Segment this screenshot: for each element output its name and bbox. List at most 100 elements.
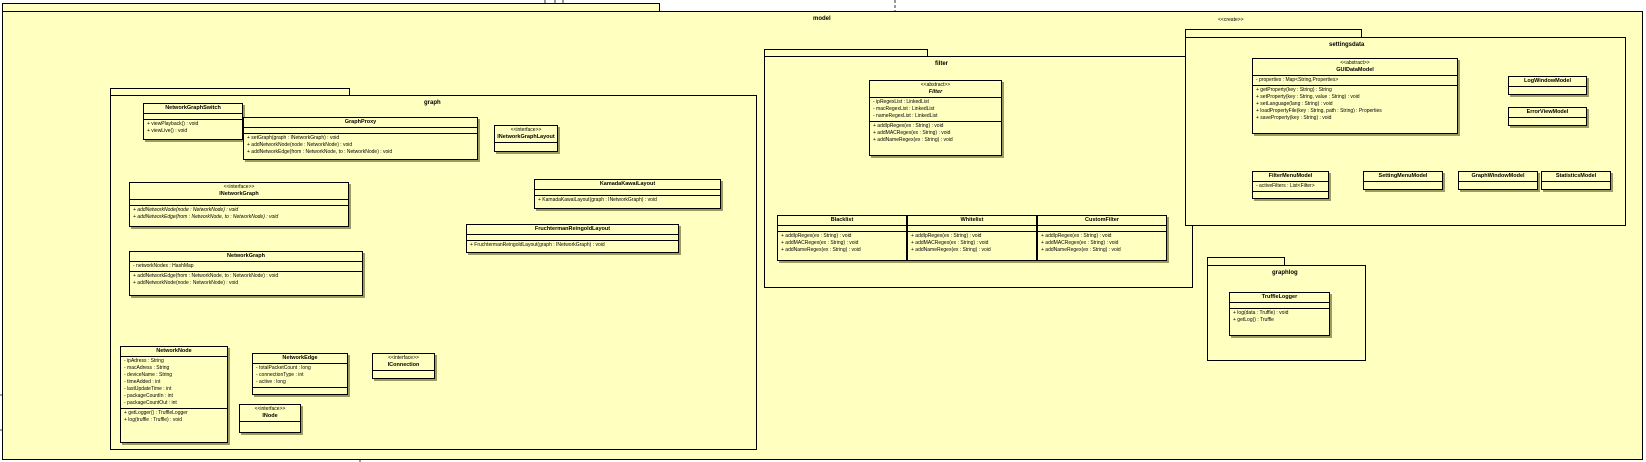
class-iconnection[interactable]: <<interface>> IConnection <box>372 353 435 379</box>
class-name: ErrorViewModel <box>1526 109 1569 115</box>
method: + addMACRegex(ex : String) : void <box>873 130 951 136</box>
class-setting-menu-model[interactable]: SettingMenuModel <box>1363 171 1443 190</box>
attribute: - active : long <box>256 379 286 385</box>
attribute: - ipAdress : String <box>124 358 164 364</box>
stereotype: <<abstract>> <box>920 82 951 88</box>
class-filter[interactable]: <<abstract>> Filter - ipRegexList : Link… <box>869 80 1002 156</box>
class-name: GraphProxy <box>344 119 377 125</box>
class-name: INetworkGraphLayout <box>497 134 555 140</box>
method: + addMACRegex(ex : String) : void <box>781 240 859 246</box>
class-network-graph-switch[interactable]: NetworkGraphSwitch + viewPlayback() : vo… <box>143 103 243 140</box>
class-network-node[interactable]: NetworkNode - ipAdress : String - macAdr… <box>120 346 228 443</box>
package-filter-title: filter <box>935 61 949 67</box>
class-name: LogWindowModel <box>1524 78 1571 84</box>
method: + addIpRegex(ex : String) : void <box>1041 233 1112 239</box>
method: + addMACRegex(ex : String) : void <box>911 240 989 246</box>
attribute: - nameRegexList : LinkedList <box>873 113 938 119</box>
class-filter-menu-model[interactable]: FilterMenuModel - activeFilters : List<F… <box>1252 171 1329 199</box>
class-name: NetworkGraphSwitch <box>165 105 221 111</box>
class-name: INetworkGraph <box>219 191 259 197</box>
class-network-edge[interactable]: NetworkEdge - totalPacketCount : long - … <box>252 353 348 395</box>
method: + log(truffle : Truffle) : void <box>124 417 183 423</box>
attribute: - lastUpdateTime : int <box>124 386 172 392</box>
method: + addNetworkNode(node : NetworkNode) : v… <box>247 142 353 148</box>
class-name: GraphWindowModel <box>1471 173 1525 179</box>
class-truffle-logger[interactable]: TruffleLogger + log(data : Truffle) : vo… <box>1229 292 1330 336</box>
attribute: - connectionType : int <box>256 372 304 378</box>
class-name: NetworkEdge <box>282 355 318 361</box>
method: + getLogger() : TruffleLogger <box>124 410 188 416</box>
class-name: NetworkGraph <box>227 253 265 259</box>
class-graph-window-model[interactable]: GraphWindowModel <box>1458 171 1538 190</box>
attribute: - packageCountIn : int <box>124 393 173 399</box>
method: + getProperty(key : String) : String <box>1256 87 1332 93</box>
class-statistics-model[interactable]: StatisticsModel <box>1541 171 1611 190</box>
method: + getLog() : Truffle <box>1233 317 1274 323</box>
class-blacklist[interactable]: Blacklist + addIpRegex(ex : String) : vo… <box>777 215 907 261</box>
class-name: TruffleLogger <box>1261 294 1298 300</box>
method: + addIpRegex(ex : String) : void <box>873 123 944 129</box>
class-fruchterman-reingold-layout[interactable]: FruchtermanReingoldLayout + FruchtermanR… <box>466 224 679 253</box>
class-inetwork-graph-layout[interactable]: <<interface>> INetworkGraphLayout <box>494 125 558 152</box>
method: + addNameRegex(ex : String) : void <box>781 247 861 253</box>
class-kamada-kawai-layout[interactable]: KamadaKawaiLayout + KamadaKawaiLayout(gr… <box>534 179 721 209</box>
class-error-view-model[interactable]: ErrorViewModel <box>1508 107 1587 126</box>
attribute: - timeAdded : int <box>124 379 161 385</box>
method: + addNetworkNode(node : NetworkNode) : v… <box>133 280 239 286</box>
class-custom-filter[interactable]: CustomFilter + addIpRegex(ex : String) :… <box>1037 215 1167 261</box>
attribute: - macRegexList : LinkedList <box>873 106 935 112</box>
method: + loadPropertyFile(key : String, path : … <box>1256 108 1382 114</box>
class-name: IConnection <box>387 362 420 368</box>
method: + addIpRegex(ex : String) : void <box>781 233 852 239</box>
package-model-title: model <box>813 16 831 22</box>
method: + addNetworkEdge(from : NetworkNode, to … <box>133 214 279 220</box>
method: + viewLive() : void <box>147 128 188 134</box>
class-network-graph[interactable]: NetworkGraph - networkNodes : HashMap + … <box>129 251 363 296</box>
method: + addNetworkEdge(from : NetworkNode, to … <box>247 149 393 155</box>
method: + FruchtermanReingoldLayout(graph : INet… <box>470 242 605 248</box>
class-name: NetworkNode <box>156 348 192 354</box>
stereotype: <<interface>> <box>510 127 542 133</box>
class-inode[interactable]: <<interface>> INode <box>239 404 301 433</box>
attribute: - deviceName : String <box>124 372 173 378</box>
method: + setGraph(graph : INetworkGraph) : void <box>247 135 340 141</box>
class-name: SettingMenuModel <box>1378 173 1428 179</box>
attribute: - activeFilters : List<Filter> <box>1256 183 1315 189</box>
package-graphlog-title: graphlog <box>1272 270 1298 276</box>
class-name: Whitelist <box>960 217 984 223</box>
class-name: GUIDataModel <box>1336 67 1374 73</box>
method: + addNetworkEdge(from : NetworkNode, to … <box>133 273 279 279</box>
stereotype: <<interface>> <box>254 406 286 412</box>
method: + addMACRegex(ex : String) : void <box>1041 240 1119 246</box>
stereotype: <<abstract>> <box>1340 60 1370 66</box>
attribute: - macAdress : String <box>124 365 170 371</box>
class-name: Filter <box>928 89 943 95</box>
method: + addNetworkNode(node : NetworkNode) : v… <box>133 207 239 213</box>
method: + addNameRegex(ex : String) : void <box>911 247 991 253</box>
class-whitelist[interactable]: Whitelist + addIpRegex(ex : String) : vo… <box>907 215 1037 261</box>
class-graph-proxy[interactable]: GraphProxy + setGraph(graph : INetworkGr… <box>243 117 478 160</box>
attribute: - packageCountOut : int <box>124 400 177 406</box>
create-stereotype-label: <<create>> <box>1218 17 1244 23</box>
method: + viewPlayback() : void <box>147 121 199 127</box>
method: + addIpRegex(ex : String) : void <box>911 233 982 239</box>
class-name: FilterMenuModel <box>1268 173 1313 179</box>
method: + saveProperty(key : String) : void <box>1256 115 1332 121</box>
class-gui-data-model[interactable]: <<abstract>> GUIDataModel - properties :… <box>1252 58 1458 134</box>
attribute: - ipRegexList : LinkedList <box>873 99 929 105</box>
class-log-window-model[interactable]: LogWindowModel <box>1508 76 1587 95</box>
package-graph-title: graph <box>424 100 441 106</box>
class-name: FruchtermanReingoldLayout <box>534 226 611 232</box>
stereotype: <<interface>> <box>388 355 419 361</box>
class-name: StatisticsModel <box>1555 173 1597 179</box>
attribute: - totalPacketCount : long <box>256 365 311 371</box>
class-inetwork-graph[interactable]: <<interface>> INetworkGraph + addNetwork… <box>129 182 349 227</box>
attribute: - properties : Map<String,Properties> <box>1256 77 1339 83</box>
class-name: Blacklist <box>830 217 854 223</box>
method: + KamadaKawaiLayout(graph : INetworkGrap… <box>538 197 657 203</box>
method: + addNameRegex(ex : String) : void <box>873 137 953 143</box>
package-settingsdata-title: settingsdata <box>1329 42 1365 48</box>
class-name: CustomFilter <box>1085 217 1119 223</box>
method: + log(data : Truffle) : void <box>1233 310 1289 316</box>
class-name: INode <box>262 413 278 419</box>
